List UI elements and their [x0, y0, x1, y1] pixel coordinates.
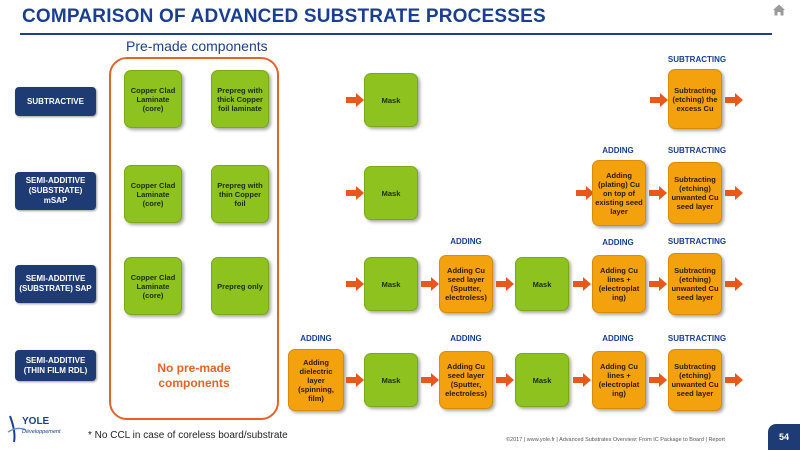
- arrow-right-icon: [725, 186, 743, 200]
- step-mask: Mask: [364, 73, 418, 127]
- step-mask: Mask: [364, 166, 418, 220]
- step-mask: Mask: [364, 257, 418, 311]
- arrow-right-icon: [496, 277, 514, 291]
- stage-adding: ADDING: [450, 334, 482, 343]
- logo-subtitle: Développement: [22, 429, 61, 435]
- arrow-right-icon: [650, 93, 668, 107]
- step-adding-cu-lines: Adding Cu lines + (electroplat ing): [592, 255, 646, 313]
- arrow-right-icon: [421, 277, 439, 291]
- arrow-right-icon: [725, 277, 743, 291]
- step-mask: Mask: [364, 353, 418, 407]
- stage-subtracting: SUBTRACTING: [667, 334, 727, 343]
- step-adding-plating-cu: Adding (plating) Cu on top of existing s…: [592, 160, 646, 226]
- arrow-right-icon: [346, 277, 364, 291]
- arrow-right-icon: [725, 373, 743, 387]
- step-mask: Mask: [515, 257, 569, 311]
- page-number: 54: [768, 424, 800, 450]
- component-ccl-2: Copper Clad Laminate (core): [124, 165, 182, 223]
- premade-frame: [109, 57, 279, 420]
- footnote: * No CCL in case of coreless board/subst…: [88, 430, 288, 441]
- page-title: COMPARISON OF ADVANCED SUBSTRATE PROCESS…: [22, 6, 546, 27]
- stage-subtracting: SUBTRACTING: [667, 237, 727, 246]
- home-icon[interactable]: [772, 3, 786, 17]
- arrow-right-icon: [496, 373, 514, 387]
- row-label-subtractive: SUBTRACTIVE: [15, 87, 96, 116]
- arrow-right-icon: [576, 186, 594, 200]
- step-subtracting-seed: Subtracting (etching) unwanted Cu seed l…: [668, 253, 722, 315]
- title-divider: [20, 33, 772, 35]
- stage-subtracting: SUBTRACTING: [667, 55, 727, 64]
- row-label-msap: SEMI-ADDITIVE (SUBSTRATE) mSAP: [15, 172, 96, 210]
- stage-adding: ADDING: [300, 334, 332, 343]
- step-subtracting-seed: Subtracting (etching) unwanted Cu seed l…: [668, 349, 722, 411]
- stage-adding: ADDING: [602, 146, 634, 155]
- step-adding-seed-layer: Adding Cu seed layer (Sputter, electrole…: [439, 351, 493, 409]
- row-label-thin-film: SEMI-ADDITIVE (THIN FILM RDL): [15, 350, 96, 381]
- arrow-right-icon: [421, 373, 439, 387]
- step-adding-cu-lines: Adding Cu lines + (electroplat ing): [592, 351, 646, 409]
- step-mask: Mask: [515, 353, 569, 407]
- stage-adding: ADDING: [602, 334, 634, 343]
- component-prepreg-only: Prepreg only: [211, 257, 269, 315]
- row-label-sap: SEMI-ADDITIVE (SUBSTRATE) SAP: [15, 265, 96, 303]
- arrow-right-icon: [649, 373, 667, 387]
- yole-logo-icon: [7, 415, 27, 443]
- component-prepreg-thick: Prepreg with thick Copper foil laminate: [211, 70, 269, 128]
- footer-credit: ©2017 | www.yole.fr | Advanced Substrate…: [506, 437, 725, 443]
- arrow-right-icon: [649, 186, 667, 200]
- arrow-right-icon: [573, 373, 591, 387]
- step-adding-seed-layer: Adding Cu seed layer (Sputter, electrole…: [439, 255, 493, 313]
- arrow-right-icon: [573, 277, 591, 291]
- premade-title: Pre-made components: [126, 38, 268, 54]
- logo-name: YOLE: [22, 416, 50, 427]
- arrow-right-icon: [725, 93, 743, 107]
- component-prepreg-thin: Prepreg with thin Copper foil: [211, 165, 269, 223]
- no-premade-label: No pre-made components: [157, 361, 231, 390]
- step-subtracting-excess-cu: Subtracting (etching) the excess Cu: [668, 69, 722, 129]
- step-adding-dielectric: Adding dielectric layer (spinning, film): [288, 349, 344, 411]
- stage-adding: ADDING: [450, 237, 482, 246]
- stage-adding: ADDING: [602, 238, 634, 247]
- stage-subtracting: SUBTRACTING: [667, 146, 727, 155]
- arrow-right-icon: [346, 93, 364, 107]
- arrow-right-icon: [346, 186, 364, 200]
- component-ccl-1: Copper Clad Laminate (core): [124, 70, 182, 128]
- arrow-right-icon: [346, 373, 364, 387]
- arrow-right-icon: [649, 277, 667, 291]
- step-subtracting-seed: Subtracting (etching) unwanted Cu seed l…: [668, 162, 722, 224]
- component-ccl-3: Copper Clad Laminate (core): [124, 257, 182, 315]
